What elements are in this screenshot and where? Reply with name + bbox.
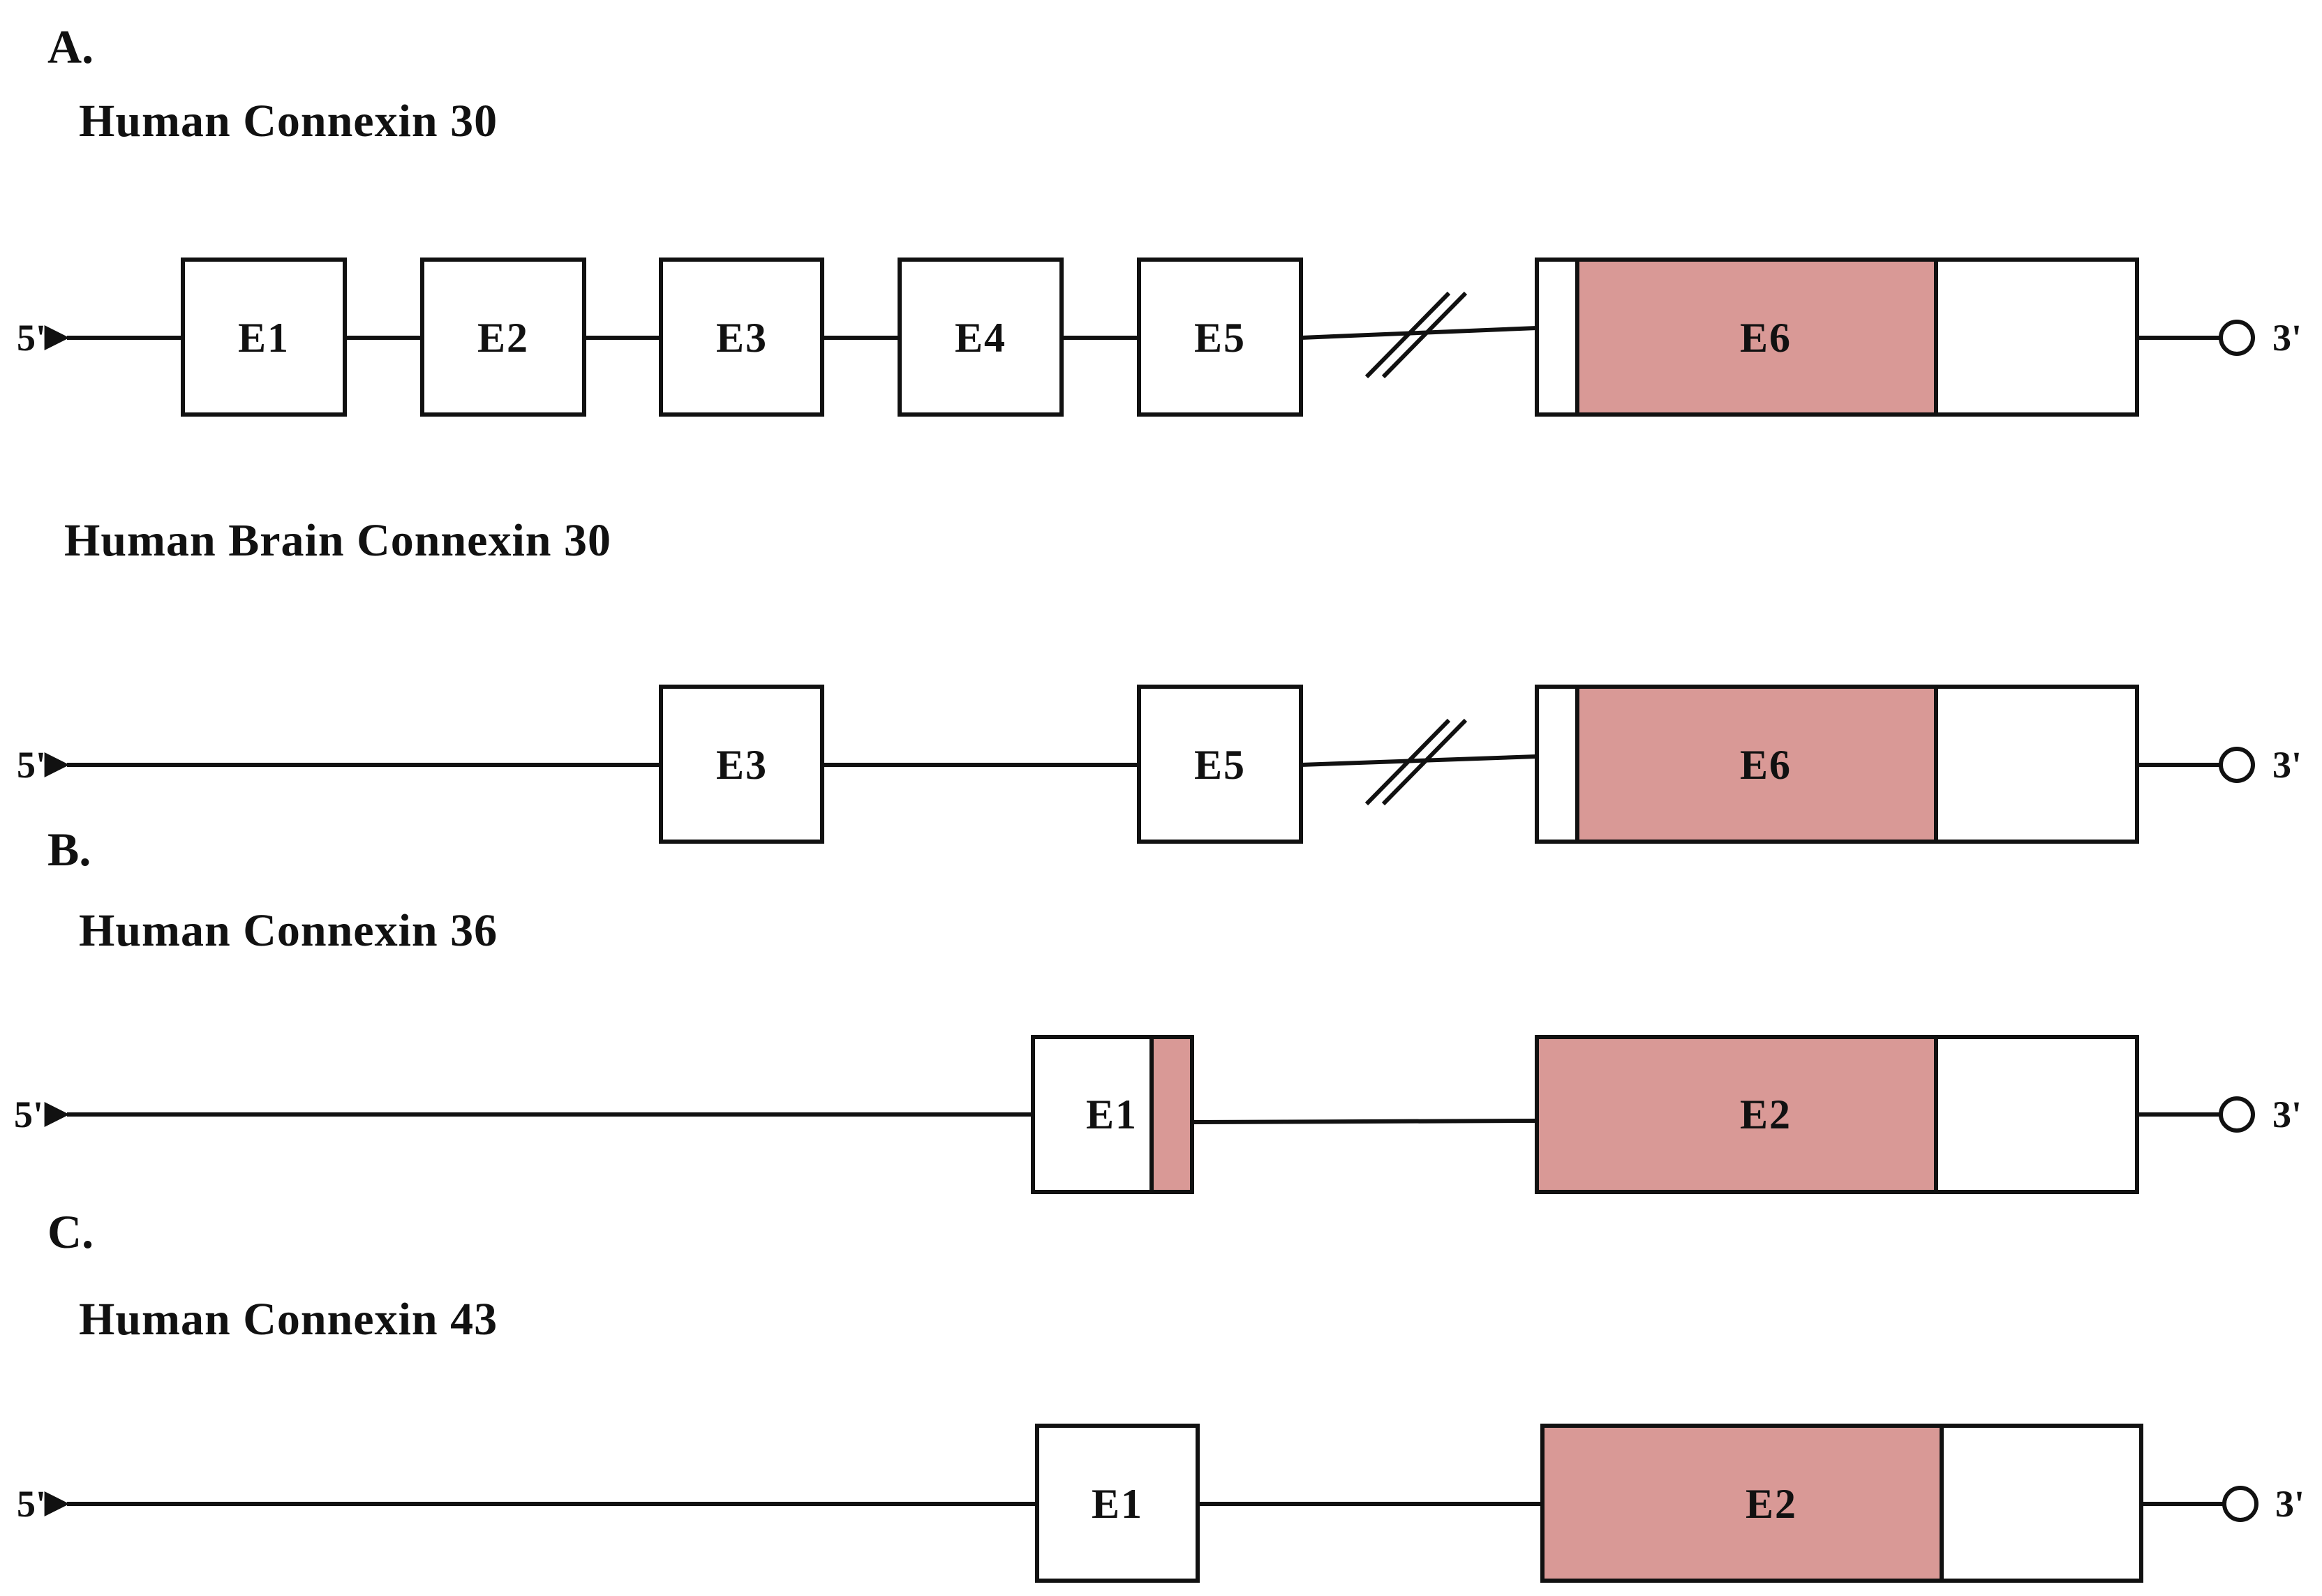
panel-label-b: B.	[47, 823, 91, 876]
exon-box	[181, 258, 347, 417]
five-prime-label: 5'	[17, 1483, 46, 1525]
coding-region	[1149, 1035, 1194, 1194]
gene-row-connexin-30: 5' E1 E2 E3 E4 E5 E6 3'	[17, 258, 2302, 417]
exon-label: E4	[955, 315, 1006, 361]
exon-box	[659, 685, 824, 844]
three-prime-end-marker	[2219, 320, 2255, 356]
exon-box	[1035, 1424, 1200, 1583]
three-prime-label: 3'	[2272, 1094, 2302, 1135]
gene-title-connexin-43: Human Connexin 43	[79, 1294, 498, 1345]
five-prime-label: 5'	[14, 1094, 43, 1135]
exon-label: E3	[716, 742, 768, 788]
exon-box	[659, 258, 824, 417]
exon-label: E5	[1194, 315, 1246, 361]
exon-box	[1137, 685, 1303, 844]
exon-label: E1	[1092, 1481, 1143, 1527]
intron-line	[1300, 326, 1538, 340]
five-prime-label: 5'	[17, 744, 46, 786]
exon-box	[898, 258, 1064, 417]
three-prime-label: 3'	[2272, 317, 2302, 359]
three-prime-end-marker	[2219, 747, 2255, 783]
coding-region	[1535, 1035, 1938, 1194]
panel-label-c: C.	[47, 1205, 94, 1258]
exon-label: E3	[716, 315, 768, 361]
break-mark	[1381, 291, 1468, 379]
gene-row-brain-connexin-30: 5' E3 E5 E6 3'	[17, 685, 2302, 844]
exon-box	[420, 258, 586, 417]
gene-title-connexin-30: Human Connexin 30	[79, 96, 498, 147]
coding-region	[1575, 258, 1938, 417]
exon-label: E2	[1740, 1091, 1792, 1138]
intron-line	[1191, 1119, 1538, 1124]
gene-row-connexin-43: 5' E1 E2 3'	[17, 1424, 2305, 1583]
three-prime-end-marker	[2222, 1486, 2258, 1522]
exon-label: E5	[1194, 742, 1246, 788]
exon-label: E2	[477, 315, 529, 361]
three-prime-label: 3'	[2272, 744, 2302, 786]
gene-title-connexin-36: Human Connexin 36	[79, 905, 498, 956]
five-prime-label: 5'	[17, 317, 46, 359]
break-mark	[1364, 718, 1451, 806]
coding-region	[1575, 685, 1938, 844]
gene-title-brain-connexin-30: Human Brain Connexin 30	[64, 515, 611, 566]
break-mark	[1381, 718, 1468, 806]
coding-region	[1540, 1424, 1944, 1583]
exon-label: E6	[1740, 742, 1792, 788]
three-prime-end-marker	[2219, 1096, 2255, 1133]
exon-label: E1	[238, 315, 290, 361]
break-mark	[1364, 291, 1451, 379]
three-prime-label: 3'	[2275, 1483, 2305, 1525]
exon-label: E6	[1740, 315, 1792, 361]
panel-label-a: A.	[47, 20, 94, 73]
intron-line	[1300, 754, 1538, 767]
exon-box	[1137, 258, 1303, 417]
exon-label: E1	[1086, 1091, 1138, 1138]
gene-row-connexin-36: 5' E1 E2 3'	[14, 1035, 2302, 1194]
exon-label: E2	[1746, 1481, 1797, 1527]
